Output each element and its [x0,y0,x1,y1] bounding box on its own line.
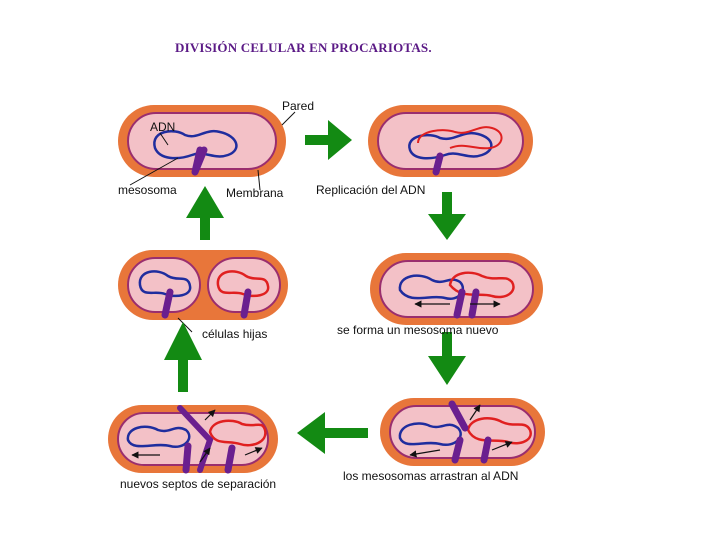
label-arrastran: los mesosomas arrastran al ADN [343,469,519,483]
arrow-up-2 [186,186,224,240]
label-celulas-hijas: células hijas [202,327,268,341]
cell-daughter-cells [118,250,288,320]
cell-mesosomes-pull [380,398,545,466]
label-pared: Pared [282,99,315,113]
arrow-right [305,120,352,160]
cell-new-mesosome [370,253,543,325]
label-adn: ADN [150,120,176,134]
arrow-down-2 [428,332,466,385]
arrow-down-1 [428,192,466,240]
dna-loop [153,129,238,160]
cell-initial [118,105,286,177]
label-pointers [129,111,296,333]
mesosome [191,146,208,176]
label-mesosoma: mesosoma [118,183,177,197]
diagram-title: DIVISIÓN CELULAR EN PROCARIOTAS. [175,40,432,55]
cell-new-septa [108,405,278,474]
label-septos: nuevos septos de separación [120,477,277,491]
cell-membrane [127,112,277,170]
label-replicacion: Replicación del ADN [316,183,426,197]
label-nuevo-mesosoma: se forma un mesosoma nuevo [337,323,499,337]
arrow-left [297,412,368,454]
arrow-up-1 [164,322,202,392]
cell-replication [368,105,533,177]
label-membrana: Membrana [226,186,284,200]
